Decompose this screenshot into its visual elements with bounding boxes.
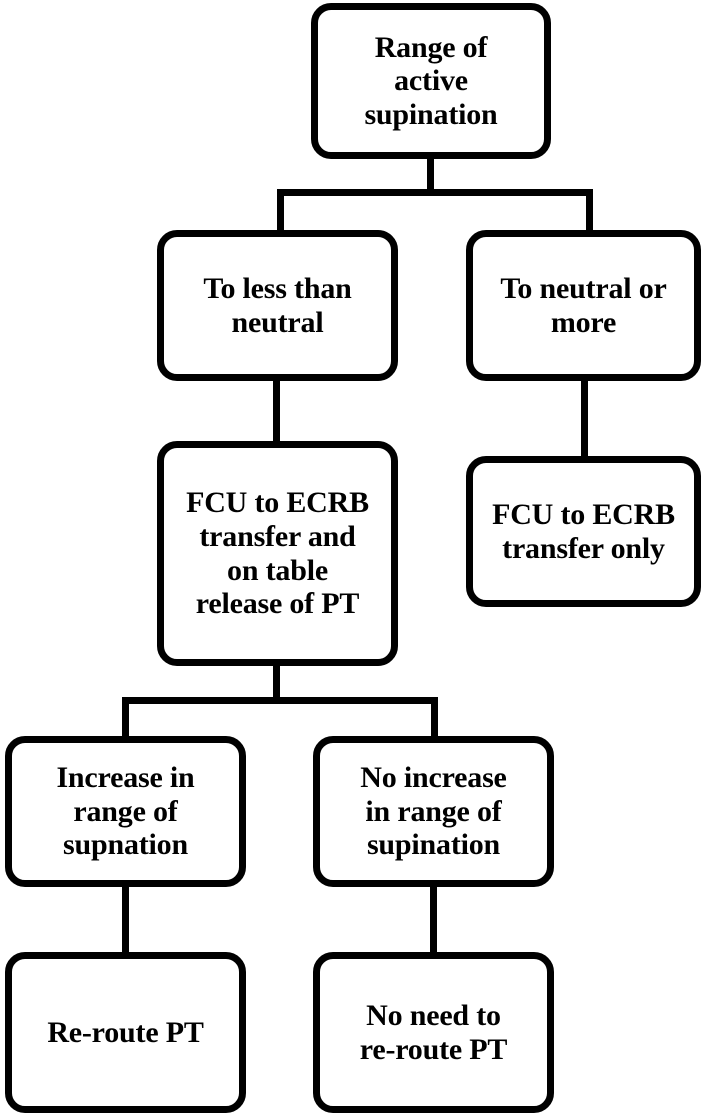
connector-level4-bus — [122, 697, 438, 704]
connector-no-increase-to-no-reroute — [430, 879, 437, 959]
connector-to-less-than-neutral — [277, 189, 284, 234]
connector-neutral-or-more-to-transfer-only — [581, 374, 588, 461]
connector-less-than-neutral-to-transfer-release — [273, 374, 280, 446]
connector-to-neutral-or-more — [586, 189, 593, 234]
node-fcu-to-ecrb-transfer-and-release[interactable]: FCU to ECRB transfer and on table releas… — [157, 441, 398, 666]
node-label: No need to re-route PT — [359, 998, 508, 1066]
connector-root-stem — [427, 152, 434, 196]
node-label: To less than neutral — [203, 271, 352, 339]
node-label: FCU to ECRB transfer only — [492, 497, 675, 565]
node-label: No increase in range of supination — [360, 761, 507, 862]
node-no-increase-in-range-of-supination[interactable]: No increase in range of supination — [313, 736, 554, 887]
node-re-route-pt[interactable]: Re-route PT — [5, 952, 246, 1113]
connector-to-increase-in-range — [122, 697, 129, 741]
node-increase-in-range-of-supination[interactable]: Increase in range of supnation — [5, 736, 246, 887]
node-range-of-active-supination[interactable]: Range of active supination — [311, 3, 551, 159]
connector-increase-to-reroute — [122, 879, 129, 959]
node-label: Increase in range of supnation — [56, 761, 195, 862]
node-no-need-to-re-route-pt[interactable]: No need to re-route PT — [313, 952, 554, 1113]
connector-to-no-increase-in-range — [431, 697, 438, 741]
node-to-neutral-or-more[interactable]: To neutral or more — [466, 230, 701, 381]
connector-level2-bus — [277, 189, 593, 196]
node-label: FCU to ECRB transfer and on table releas… — [186, 486, 369, 621]
connector-transfer-release-stem — [273, 659, 280, 703]
node-fcu-to-ecrb-transfer-only[interactable]: FCU to ECRB transfer only — [466, 456, 701, 607]
node-label: Re-route PT — [47, 1015, 204, 1049]
node-label: Range of active supination — [364, 30, 498, 131]
node-label: To neutral or more — [500, 271, 667, 339]
node-to-less-than-neutral[interactable]: To less than neutral — [157, 230, 398, 381]
